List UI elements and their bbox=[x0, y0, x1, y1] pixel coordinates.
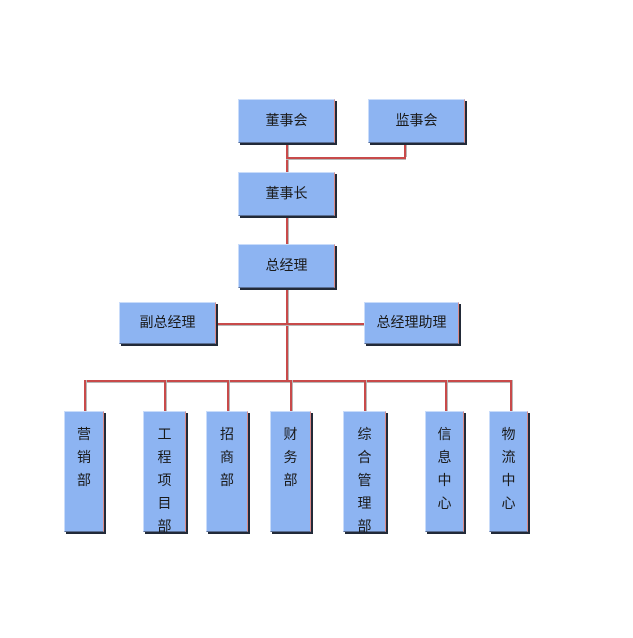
node-deputy-general-manager-label: 副总经理 bbox=[139, 315, 196, 331]
node-general-manager-label: 总经理 bbox=[265, 258, 308, 274]
connector-dept-6 bbox=[445, 380, 448, 412]
node-department: 财务部 bbox=[270, 411, 311, 532]
node-department-label: 招商部 bbox=[220, 427, 234, 489]
node-chairman-label: 董事长 bbox=[265, 186, 308, 202]
connector-dept-4 bbox=[290, 380, 293, 412]
node-board: 董事会 bbox=[238, 99, 335, 143]
node-deputy-general-manager: 副总经理 bbox=[119, 302, 216, 344]
connector-dept-3 bbox=[227, 380, 230, 412]
node-department-label: 综合管理部 bbox=[357, 427, 372, 535]
node-department: 信息中心 bbox=[425, 411, 464, 532]
connector-dept-5 bbox=[364, 380, 367, 412]
node-gm-assistant: 总经理助理 bbox=[364, 302, 459, 344]
connector-dept-2 bbox=[164, 380, 167, 412]
connector-supervisory-link bbox=[286, 157, 406, 160]
node-supervisory-board: 监事会 bbox=[368, 99, 465, 143]
connector-gm-trunk bbox=[286, 287, 289, 380]
connector-dept-7 bbox=[510, 380, 513, 412]
node-department: 物流中心 bbox=[489, 411, 528, 532]
node-department-label: 信息中心 bbox=[437, 427, 452, 512]
node-department-label: 财务部 bbox=[283, 427, 298, 489]
node-general-manager: 总经理 bbox=[238, 244, 335, 288]
node-gm-assistant-label: 总经理助理 bbox=[376, 315, 447, 331]
connector-dept-1 bbox=[84, 380, 87, 412]
node-board-label: 董事会 bbox=[265, 113, 308, 129]
node-department: 营销部 bbox=[64, 411, 104, 532]
node-department: 招商部 bbox=[206, 411, 248, 532]
node-chairman: 董事长 bbox=[238, 172, 335, 216]
node-department: 综合管理部 bbox=[343, 411, 386, 535]
connector-department-bus bbox=[84, 380, 512, 383]
connector-deputy-branch bbox=[216, 323, 364, 326]
node-department-label: 工程项目部 bbox=[157, 427, 172, 535]
connector-chairman-gm bbox=[286, 215, 289, 245]
node-department: 工程项目部 bbox=[143, 411, 186, 535]
node-supervisory-board-label: 监事会 bbox=[395, 113, 438, 129]
node-department-label: 营销部 bbox=[77, 427, 91, 489]
node-department-label: 物流中心 bbox=[501, 427, 516, 512]
connector-supervisory-drop bbox=[404, 143, 407, 157]
